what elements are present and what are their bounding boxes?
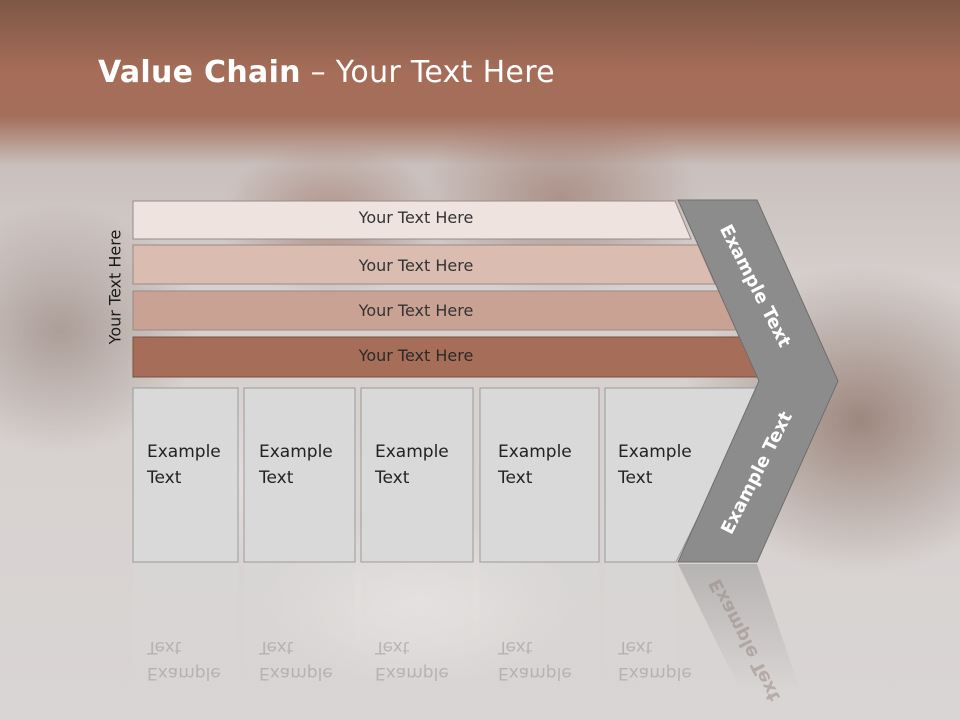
bar-1-label: Your Text Here — [358, 208, 474, 227]
title-rest: – Your Text Here — [300, 55, 555, 90]
header-band — [0, 0, 960, 165]
bar-4-label: Your Text Here — [358, 346, 474, 365]
chevron-arrow[interactable] — [677, 199, 839, 563]
box-5[interactable] — [604, 387, 763, 563]
chevron-reflection — [678, 564, 800, 690]
bar-2-label: Your Text Here — [358, 256, 474, 275]
box-3-reflection — [361, 564, 473, 684]
box-1[interactable] — [132, 387, 239, 563]
box-2[interactable] — [243, 387, 356, 563]
box-4-reflection — [480, 564, 599, 684]
box-1-reflection — [133, 564, 238, 684]
bar-2[interactable] — [132, 244, 716, 285]
box-3[interactable] — [360, 387, 474, 563]
box-5-reflection — [605, 564, 675, 684]
box-2-reflection — [244, 564, 355, 684]
slide-title[interactable]: Value Chain – Your Text Here — [98, 55, 555, 90]
title-bold: Value Chain — [98, 55, 301, 90]
bar-3-label: Your Text Here — [358, 301, 474, 320]
bar-1[interactable] — [132, 200, 692, 240]
box-4[interactable] — [479, 387, 600, 563]
